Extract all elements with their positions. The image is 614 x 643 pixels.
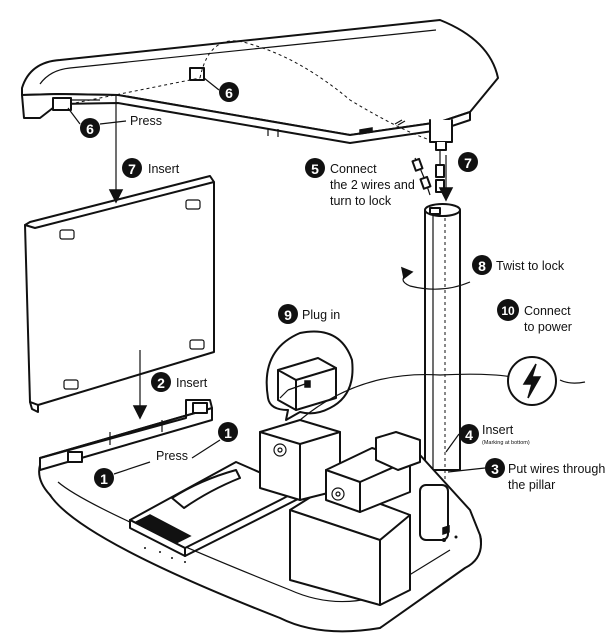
- svg-text:5: 5: [311, 161, 319, 177]
- step-6-badge-top: 6: [219, 82, 239, 102]
- svg-text:9: 9: [284, 307, 292, 323]
- step-5-label-line1: Connect: [330, 162, 377, 176]
- power-cable: [299, 373, 586, 421]
- step-3-badge: 3: [485, 458, 505, 478]
- arrow-insert-shade: [108, 96, 124, 204]
- svg-text:2: 2: [157, 375, 165, 391]
- step-10-badge: 10: [497, 299, 519, 321]
- arrow-insert-base: [132, 350, 148, 420]
- step-2-badge: 2: [151, 372, 171, 392]
- step-1-badge-left: 1: [94, 468, 114, 488]
- step-3-label-line2: the pillar: [508, 478, 555, 492]
- pillar: [424, 203, 461, 540]
- arrow-insert-pillar: [438, 155, 454, 202]
- shade-panel: [24, 175, 215, 413]
- step-1-label: Press: [156, 449, 188, 463]
- base: [38, 399, 482, 633]
- svg-text:6: 6: [86, 121, 94, 137]
- step-6-label: Press: [130, 114, 162, 128]
- svg-text:7: 7: [128, 161, 136, 177]
- step-5-label-line3: turn to lock: [330, 194, 392, 208]
- svg-text:3: 3: [491, 461, 499, 477]
- step-9-badge: 9: [278, 304, 298, 324]
- step-5-badge: 5: [305, 158, 325, 178]
- plug-zoom-bubble: [265, 330, 354, 421]
- svg-text:10: 10: [501, 304, 515, 318]
- step-1-badge-right: 1: [218, 422, 238, 442]
- svg-text:4: 4: [465, 427, 473, 443]
- svg-text:7: 7: [464, 155, 472, 171]
- step-7-label: Insert: [148, 162, 180, 176]
- step-8-label: Twist to lock: [496, 259, 565, 273]
- step-4-note: (Marking at bottom): [482, 440, 530, 446]
- step-10-label-line1: Connect: [524, 304, 571, 318]
- internal-wire-dashed: [199, 40, 431, 141]
- head-stem: [429, 119, 453, 151]
- svg-text:1: 1: [100, 471, 108, 487]
- step-4-badge: 4: [459, 424, 479, 444]
- plug-cable: [279, 389, 289, 399]
- step-3-label-line1: Put wires through: [508, 462, 605, 476]
- step-6-badge-left: 6: [80, 118, 100, 138]
- step-7-badge-right: 7: [458, 152, 478, 172]
- twist-arrow: [400, 266, 471, 290]
- press-guide-dashed: [69, 77, 201, 105]
- lamp-head: [21, 19, 499, 144]
- step-10-label-line2: to power: [524, 320, 572, 334]
- step-4-label: Insert: [482, 423, 514, 437]
- step-2-label: Insert: [176, 376, 208, 390]
- step-8-badge: 8: [472, 255, 492, 275]
- svg-text:8: 8: [478, 258, 486, 274]
- wire-connectors: [411, 150, 445, 196]
- step-5-label-line2: the 2 wires and: [330, 178, 415, 192]
- svg-text:1: 1: [224, 425, 232, 441]
- lightning-bolt-icon: [507, 356, 557, 406]
- svg-text:6: 6: [225, 85, 233, 101]
- step-9-label: Plug in: [302, 308, 340, 322]
- step-7-badge-left: 7: [122, 158, 142, 178]
